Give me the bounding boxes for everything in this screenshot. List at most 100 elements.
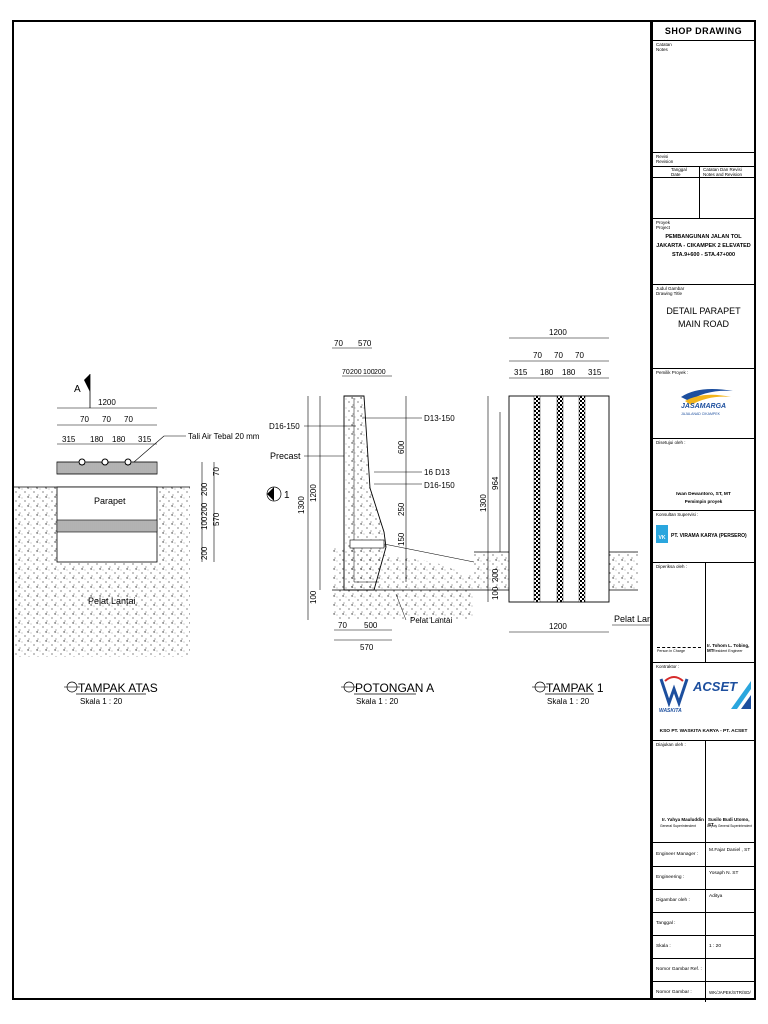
view-potongan-a: 70 570 70 200 100 200 1300 1200 100 600 — [266, 339, 475, 706]
tb-row-scale: Skala : 1 : 20 — [653, 935, 754, 959]
tb-submit1-name: Ir. Yahya Mauluddin — [662, 817, 704, 822]
tb-row-drawing-number: Nomor Gambar : WK/JAPEK/STR/SD/ — [653, 981, 754, 1001]
dim-t1-1200: 1200 — [549, 328, 567, 337]
dim-t1-1200b: 1200 — [549, 622, 567, 631]
tb-project-en: Project — [656, 225, 671, 230]
tb-checked: Diperiksa oleh : Person in Charge Ir. To… — [653, 562, 754, 662]
tb-contractor-name: KSO PT. WASKITA KARYA - PT. ACSET — [659, 729, 748, 734]
tb-row-value: Yosaph N. ST — [709, 871, 739, 876]
dim-70a: 70 — [80, 415, 89, 424]
dim-70c: 70 — [124, 415, 133, 424]
dim-r-200c: 200 — [200, 546, 209, 560]
tb-approver-name: Iwan Dewantoro, ST, MT — [676, 492, 731, 497]
dim-t1-200: 200 — [491, 568, 500, 582]
section-marker-a: A — [74, 374, 91, 408]
label-pelat-lantai-3: Pelat Lantai — [614, 614, 650, 624]
tb-date: Date — [671, 172, 681, 177]
dim-pa-200b: 200 — [374, 369, 386, 376]
dim-r-200a: 200 — [200, 482, 209, 496]
dim-pa-570: 570 — [358, 339, 372, 348]
tb-notes-revision: Notes and Revision — [703, 172, 743, 177]
dim-pa-250: 250 — [397, 502, 406, 516]
tb-row-value: Aditya — [709, 894, 723, 899]
tb-consultant-name: PT. VIRAMA KARYA (PERSERO) — [671, 533, 747, 539]
section-marker-label: A — [74, 384, 81, 395]
dim-r-200b: 200 — [200, 502, 209, 516]
dim-pa-70c: 70 — [338, 621, 347, 630]
tb-proyek: Proyek — [656, 220, 671, 225]
tb-row-value: 1 : 20 — [709, 944, 722, 949]
tb-revisi: Revisi — [656, 154, 669, 159]
tb-consultant: Konsultan Supervisi : VK PT. VIRAMA KARY… — [653, 510, 754, 562]
tb-header: SHOP DRAWING — [653, 22, 754, 40]
tb-checker-left-role: Person in Charge — [657, 649, 685, 653]
dim-70b: 70 — [102, 415, 111, 424]
tb-row-ref-number: Nomor Gambar Ref. : — [653, 958, 754, 982]
tb-approver-role: Pemimpin proyek — [684, 499, 723, 504]
dim-pa-70: 70 — [334, 339, 343, 348]
tb-row-label: Nomor Gambar : — [656, 990, 692, 995]
dim-315a: 315 — [62, 435, 76, 444]
rebar-d16-150-b: D16-150 — [424, 481, 455, 490]
dim-r-100: 100 — [200, 516, 209, 530]
tb-info-rows: Engineer Manager : M.Fajar Daniel , ST E… — [653, 842, 754, 1002]
tb-submit2-role: Deputy General Superintendent — [707, 824, 752, 828]
tb-row-value: M.Fajar Daniel , ST — [709, 848, 751, 853]
dim-t1-1300: 1300 — [479, 494, 488, 512]
tb-tanggal: Tanggal — [671, 167, 687, 172]
dim-1200: 1200 — [98, 398, 116, 407]
acset-logo-text: ACSET — [693, 679, 738, 694]
tb-row-engineering: Engineering : Yosaph N. ST — [653, 866, 754, 890]
jasamarga-logo-text: JASAMARGA — [681, 403, 727, 410]
dim-t1-180a: 180 — [540, 368, 554, 377]
dim-t1-70c: 70 — [575, 351, 584, 360]
tb-row-label: Nomor Gambar Ref. : — [656, 967, 702, 972]
acset-logo: ACSET — [693, 679, 753, 715]
dim-pa-570b: 570 — [360, 643, 374, 652]
tb-owner: Pemilik Proyek : JASAMARGA JAJALANAD CIK… — [653, 368, 754, 438]
view-marker-1: 1 — [266, 486, 290, 502]
tb-project-line-1: PEMBANGUNAN JALAN TOL — [665, 234, 742, 240]
label-parapet: Parapet — [94, 496, 126, 506]
label-precast: Precast — [270, 451, 301, 461]
dim-r-70: 70 — [212, 467, 221, 476]
view-title-potongan-a: POTONGAN A — [355, 681, 434, 695]
dim-315b: 315 — [138, 435, 152, 444]
drawing-sheet: A 1200 70 70 70 315 180 180 315 Tali Air… — [12, 20, 652, 1000]
dim-t1-315a: 315 — [514, 368, 528, 377]
tb-judul: Judul Gambar — [656, 286, 685, 291]
tb-submit2-name: Susilo Budi Utomo, ST — [708, 817, 750, 827]
dim-pa-500: 500 — [364, 621, 378, 630]
tb-contractor: Kontraktor : WASKITA ACSET KSO PT. WASKI… — [653, 662, 754, 740]
jasamarga-logo: JASAMARGA JAJALANAD CIKAMPEK — [679, 383, 735, 419]
dim-t1-315b: 315 — [588, 368, 602, 377]
tb-konsultan: Konsultan Supervisi : — [656, 512, 699, 517]
tb-approved: Disetujui oleh : Iwan Dewantoro, ST, MT … — [653, 438, 754, 510]
dim-pa-100b: 100 — [309, 590, 318, 604]
label-pelat-lantai-1: Pelat Lantai — [88, 596, 136, 606]
view-scale-1: Skala 1 : 20 — [80, 697, 123, 706]
virama-karya-logo-text: VK — [658, 535, 666, 541]
rebar-d16-150-a: D16-150 — [269, 422, 300, 431]
dim-180b: 180 — [112, 435, 126, 444]
tb-row-engineer-manager: Engineer Manager : M.Fajar Daniel , ST — [653, 843, 754, 867]
dim-pa-100: 100 — [363, 369, 375, 376]
dim-pa-1300: 1300 — [297, 496, 306, 514]
tb-project-line-3: STA.9+600 - STA.47+000 — [671, 252, 736, 258]
jasamarga-logo-sub: JAJALANAD CIKAMPEK — [681, 412, 720, 416]
tb-checker-role: Resident Engineer — [713, 649, 743, 653]
dim-t1-70b: 70 — [554, 351, 563, 360]
tb-drawing-title-lbl: Drawing Title — [656, 291, 683, 296]
dim-pa-1200: 1200 — [309, 484, 318, 502]
tb-revision-en: Revision — [656, 159, 674, 164]
tb-row-label: Tanggal : — [656, 921, 676, 926]
dim-t1-964: 964 — [491, 476, 500, 490]
dim-180a: 180 — [90, 435, 104, 444]
tb-diajukan: Diajukan oleh : — [656, 742, 686, 747]
waskita-logo-text: WASKITA — [659, 708, 682, 714]
tb-row-date: Tanggal : — [653, 912, 754, 936]
